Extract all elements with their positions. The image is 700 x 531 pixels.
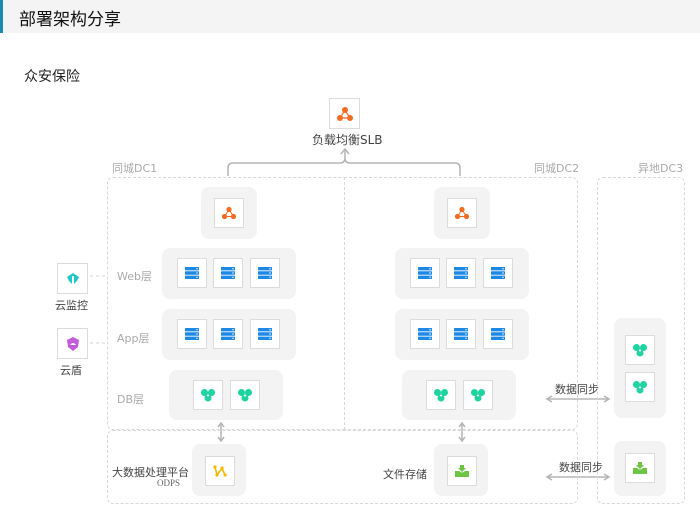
- dc1-app-server[interactable]: [213, 319, 243, 349]
- company-name: 众安保险: [24, 69, 80, 85]
- slb-label: 负载均衡SLB: [312, 133, 383, 147]
- dc2-web-server[interactable]: [446, 258, 476, 288]
- odps-node[interactable]: [205, 456, 235, 486]
- file-storage-label: 文件存储: [383, 468, 427, 481]
- storage-icon: [454, 464, 470, 478]
- dc1-db-panel: [169, 370, 283, 420]
- db-icon: [433, 388, 449, 402]
- slb-icon: [454, 206, 470, 220]
- dc3-container: [597, 177, 685, 504]
- server-icon: [184, 327, 200, 341]
- db-icon: [200, 388, 216, 402]
- cloud-shield-icon: [66, 336, 79, 351]
- storage-node[interactable]: [447, 456, 477, 486]
- dc1-web-server[interactable]: [177, 258, 207, 288]
- server-icon: [220, 327, 236, 341]
- server-icon: [417, 327, 433, 341]
- server-icon: [257, 327, 273, 341]
- server-icon: [490, 327, 506, 341]
- odps-icon: [212, 464, 228, 478]
- dc1-db-node[interactable]: [230, 380, 260, 410]
- dc1-label: 同城DC1: [112, 162, 158, 175]
- page-title: 部署架构分享: [19, 10, 121, 30]
- slb-icon: [221, 206, 237, 220]
- page-header: 部署架构分享: [0, 0, 700, 33]
- bigdata-label: 大数据处理平台: [112, 466, 189, 479]
- server-icon: [220, 266, 236, 280]
- db-sync-label: 数据同步: [555, 383, 599, 396]
- storage-icon: [632, 461, 648, 475]
- dc2-slb-node[interactable]: [447, 198, 477, 228]
- server-icon: [453, 266, 469, 280]
- dc1-app-server[interactable]: [250, 319, 280, 349]
- cloud-monitor-label: 云监控: [55, 299, 88, 312]
- dc1-container: [107, 177, 345, 430]
- shared-services-container: [107, 430, 578, 504]
- dc2-web-server[interactable]: [410, 258, 440, 288]
- dc1-web-server[interactable]: [213, 258, 243, 288]
- dc1-web-server[interactable]: [250, 258, 280, 288]
- dc2-label: 同城DC2: [534, 162, 580, 175]
- app-layer-label: App层: [117, 332, 150, 345]
- server-icon: [490, 266, 506, 280]
- server-icon: [417, 266, 433, 280]
- dc3-db-node[interactable]: [625, 335, 655, 365]
- dc2-container: [344, 177, 578, 430]
- dc3-label: 异地DC3: [638, 162, 684, 175]
- cloud-shield-tile[interactable]: [57, 328, 88, 359]
- slb-tile[interactable]: [329, 98, 360, 129]
- db-icon: [632, 343, 648, 357]
- cloud-monitor-icon: [66, 272, 79, 285]
- dc2-web-server[interactable]: [483, 258, 513, 288]
- dc2-db-node[interactable]: [426, 380, 456, 410]
- cloud-shield-label: 云盾: [60, 364, 82, 377]
- cloud-monitor-tile[interactable]: [57, 263, 88, 294]
- dc3-storage-node[interactable]: [625, 453, 655, 483]
- db-icon: [470, 388, 486, 402]
- slb-bracket: [227, 150, 461, 176]
- db-layer-label: DB层: [117, 393, 145, 406]
- dc1-app-server[interactable]: [177, 319, 207, 349]
- server-icon: [453, 327, 469, 341]
- dc2-app-server[interactable]: [483, 319, 513, 349]
- server-icon: [257, 266, 273, 280]
- dc2-app-server[interactable]: [410, 319, 440, 349]
- dc3-db-node[interactable]: [625, 372, 655, 402]
- web-layer-label: Web层: [117, 270, 152, 283]
- dc1-db-node[interactable]: [193, 380, 223, 410]
- bigdata-sublabel: ODPS: [157, 478, 181, 488]
- slb-arrow-head: [340, 147, 350, 155]
- dc1-slb-node[interactable]: [214, 198, 244, 228]
- db-icon: [632, 380, 648, 394]
- dc2-db-panel: [402, 370, 516, 420]
- db-icon: [237, 388, 253, 402]
- dc2-app-server[interactable]: [446, 319, 476, 349]
- server-icon: [184, 266, 200, 280]
- dc2-db-node[interactable]: [463, 380, 493, 410]
- file-sync-label: 数据同步: [559, 461, 603, 474]
- slb-icon: [336, 106, 353, 121]
- dc3-db-panel: [614, 318, 666, 418]
